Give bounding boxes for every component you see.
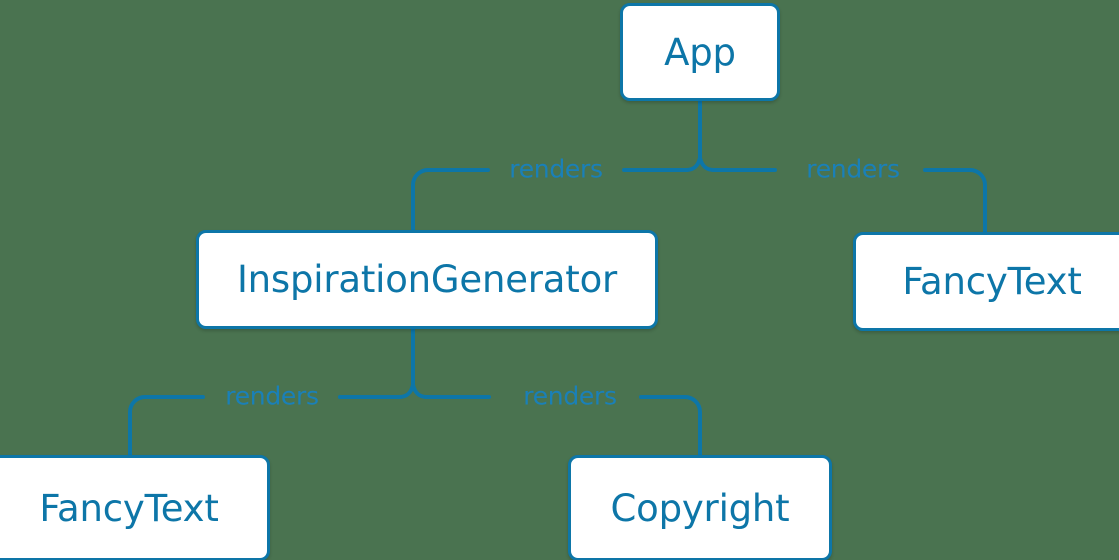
edge-label-app-to-fancytext: renders: [806, 154, 900, 184]
node-fancytext-left[interactable]: FancyText: [0, 455, 270, 560]
node-app[interactable]: App: [620, 3, 780, 101]
node-inspiration-generator[interactable]: InspirationGenerator: [196, 230, 658, 329]
node-fancytext-right[interactable]: FancyText: [853, 232, 1119, 331]
connector-inspiration-junction: [397, 383, 429, 399]
node-inspiration-generator-label: InspirationGenerator: [236, 258, 618, 301]
node-copyright[interactable]: Copyright: [568, 455, 832, 560]
edge-label-inspiration-generator-to-copyright: renders: [523, 381, 617, 411]
edge-label-inspiration-generator-to-fancytext: renders: [225, 381, 319, 411]
node-fancytext-right-label: FancyText: [902, 260, 1082, 303]
connector-app-junction: [684, 156, 716, 172]
connector-inspiration-to-fancytext: [128, 395, 147, 458]
node-app-label: App: [664, 30, 736, 74]
connector-app-to-inspiration: [411, 168, 430, 232]
node-copyright-label: Copyright: [610, 486, 790, 530]
edge-label-app-to-inspiration-generator: renders: [509, 154, 603, 184]
connector-inspiration-to-copyright: [683, 395, 702, 458]
connector-app-to-fancytext: [968, 168, 987, 234]
node-fancytext-left-label: FancyText: [39, 486, 219, 530]
